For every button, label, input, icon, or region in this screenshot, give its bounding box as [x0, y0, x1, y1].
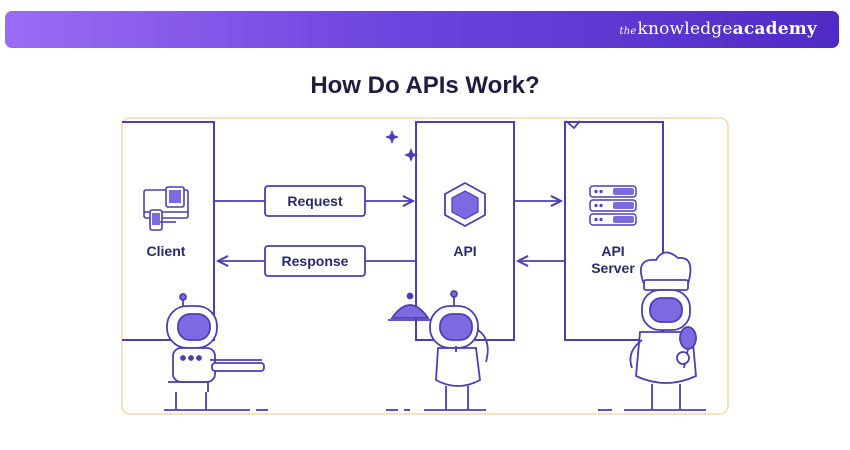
request-edge: Request [214, 185, 413, 217]
client-node: Client [122, 121, 215, 341]
api-server-label-line1: API [601, 243, 624, 259]
robot-chef-icon [629, 289, 697, 410]
brand-logo[interactable]: theknowledgeacademy [619, 19, 817, 39]
api-server-label-line2: Server [591, 260, 635, 276]
sparkle-icon [385, 130, 418, 162]
spatula-icon [676, 326, 697, 369]
hexagon-icon [444, 181, 486, 228]
request-label: Request [287, 193, 343, 209]
robot-icon [166, 293, 265, 410]
chef-hat-icon [640, 251, 692, 291]
page-title: How Do APIs Work? [310, 72, 540, 99]
diagram-frame [121, 117, 729, 415]
api-label: API [453, 243, 476, 259]
serving-cloche-icon [388, 292, 432, 321]
response-label: Response [282, 253, 349, 269]
robot-waiter-icon [429, 290, 489, 410]
client-label: Client [147, 243, 186, 259]
devices-icon [143, 186, 189, 231]
server-rack-icon [589, 185, 637, 226]
api-server-node: API Server [564, 120, 664, 341]
header-banner: theknowledgeacademy [5, 11, 839, 48]
response-edge: Response [218, 245, 416, 277]
